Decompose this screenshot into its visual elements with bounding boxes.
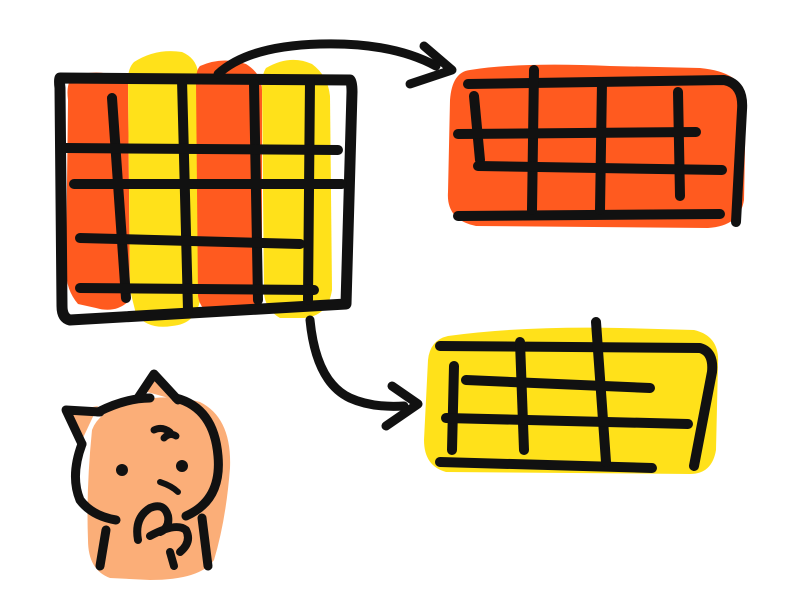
cat-paw bbox=[133, 502, 192, 556]
cat-body-left bbox=[95, 525, 111, 571]
output-red-vline-3 bbox=[595, 77, 607, 215]
thinking-cat-icon bbox=[61, 369, 231, 580]
cat-body-right bbox=[197, 513, 213, 571]
source-table bbox=[54, 51, 358, 327]
arrow-to-yellow-head bbox=[381, 381, 423, 431]
output-red-bottom bbox=[453, 209, 725, 221]
output-yellow-bottom bbox=[435, 457, 657, 473]
arrow-to-red-table bbox=[213, 39, 457, 89]
source-table-hline-4 bbox=[75, 283, 319, 295]
cat-right-eye bbox=[176, 460, 188, 472]
output-red-outline bbox=[463, 75, 748, 227]
arrow-to-yellow-table bbox=[305, 315, 423, 431]
output-yellow-hline-2 bbox=[441, 413, 693, 429]
source-table-hline-1 bbox=[61, 143, 343, 155]
output-table-red bbox=[447, 64, 748, 229]
output-yellow-outline bbox=[435, 341, 718, 471]
output-red-hline-2 bbox=[473, 161, 727, 175]
output-yellow-vline-3 bbox=[591, 317, 611, 467]
arrow-to-yellow-shaft bbox=[305, 315, 409, 411]
arrow-to-red-head bbox=[405, 41, 457, 89]
cat-body-mid bbox=[166, 548, 178, 570]
output-yellow-hline-1 bbox=[461, 375, 655, 393]
output-yellow-fill bbox=[424, 327, 719, 474]
arrow-to-red-shaft bbox=[213, 39, 441, 79]
cat-left-ear bbox=[61, 405, 105, 449]
source-table-vline-4 bbox=[303, 75, 315, 305]
source-table-vline-1 bbox=[107, 93, 131, 303]
source-table-vline-2 bbox=[177, 75, 193, 315]
cat-brow bbox=[150, 424, 180, 442]
output-red-vline-2 bbox=[527, 65, 539, 215]
output-table-yellow bbox=[424, 317, 719, 474]
output-red-vline-4 bbox=[673, 87, 685, 201]
output-red-hline-1 bbox=[453, 127, 701, 139]
output-yellow-vline-1 bbox=[447, 361, 459, 455]
source-table-hline-3 bbox=[75, 233, 305, 249]
output-yellow-vline-2 bbox=[515, 337, 529, 455]
cat-left-eye bbox=[116, 464, 128, 476]
cat-body-fill bbox=[87, 397, 231, 580]
cat-right-ear bbox=[133, 369, 183, 405]
source-table-vline-3 bbox=[249, 79, 263, 305]
cat-mouth bbox=[157, 479, 181, 495]
source-table-outline bbox=[54, 72, 358, 326]
output-red-vline-1 bbox=[469, 91, 485, 165]
